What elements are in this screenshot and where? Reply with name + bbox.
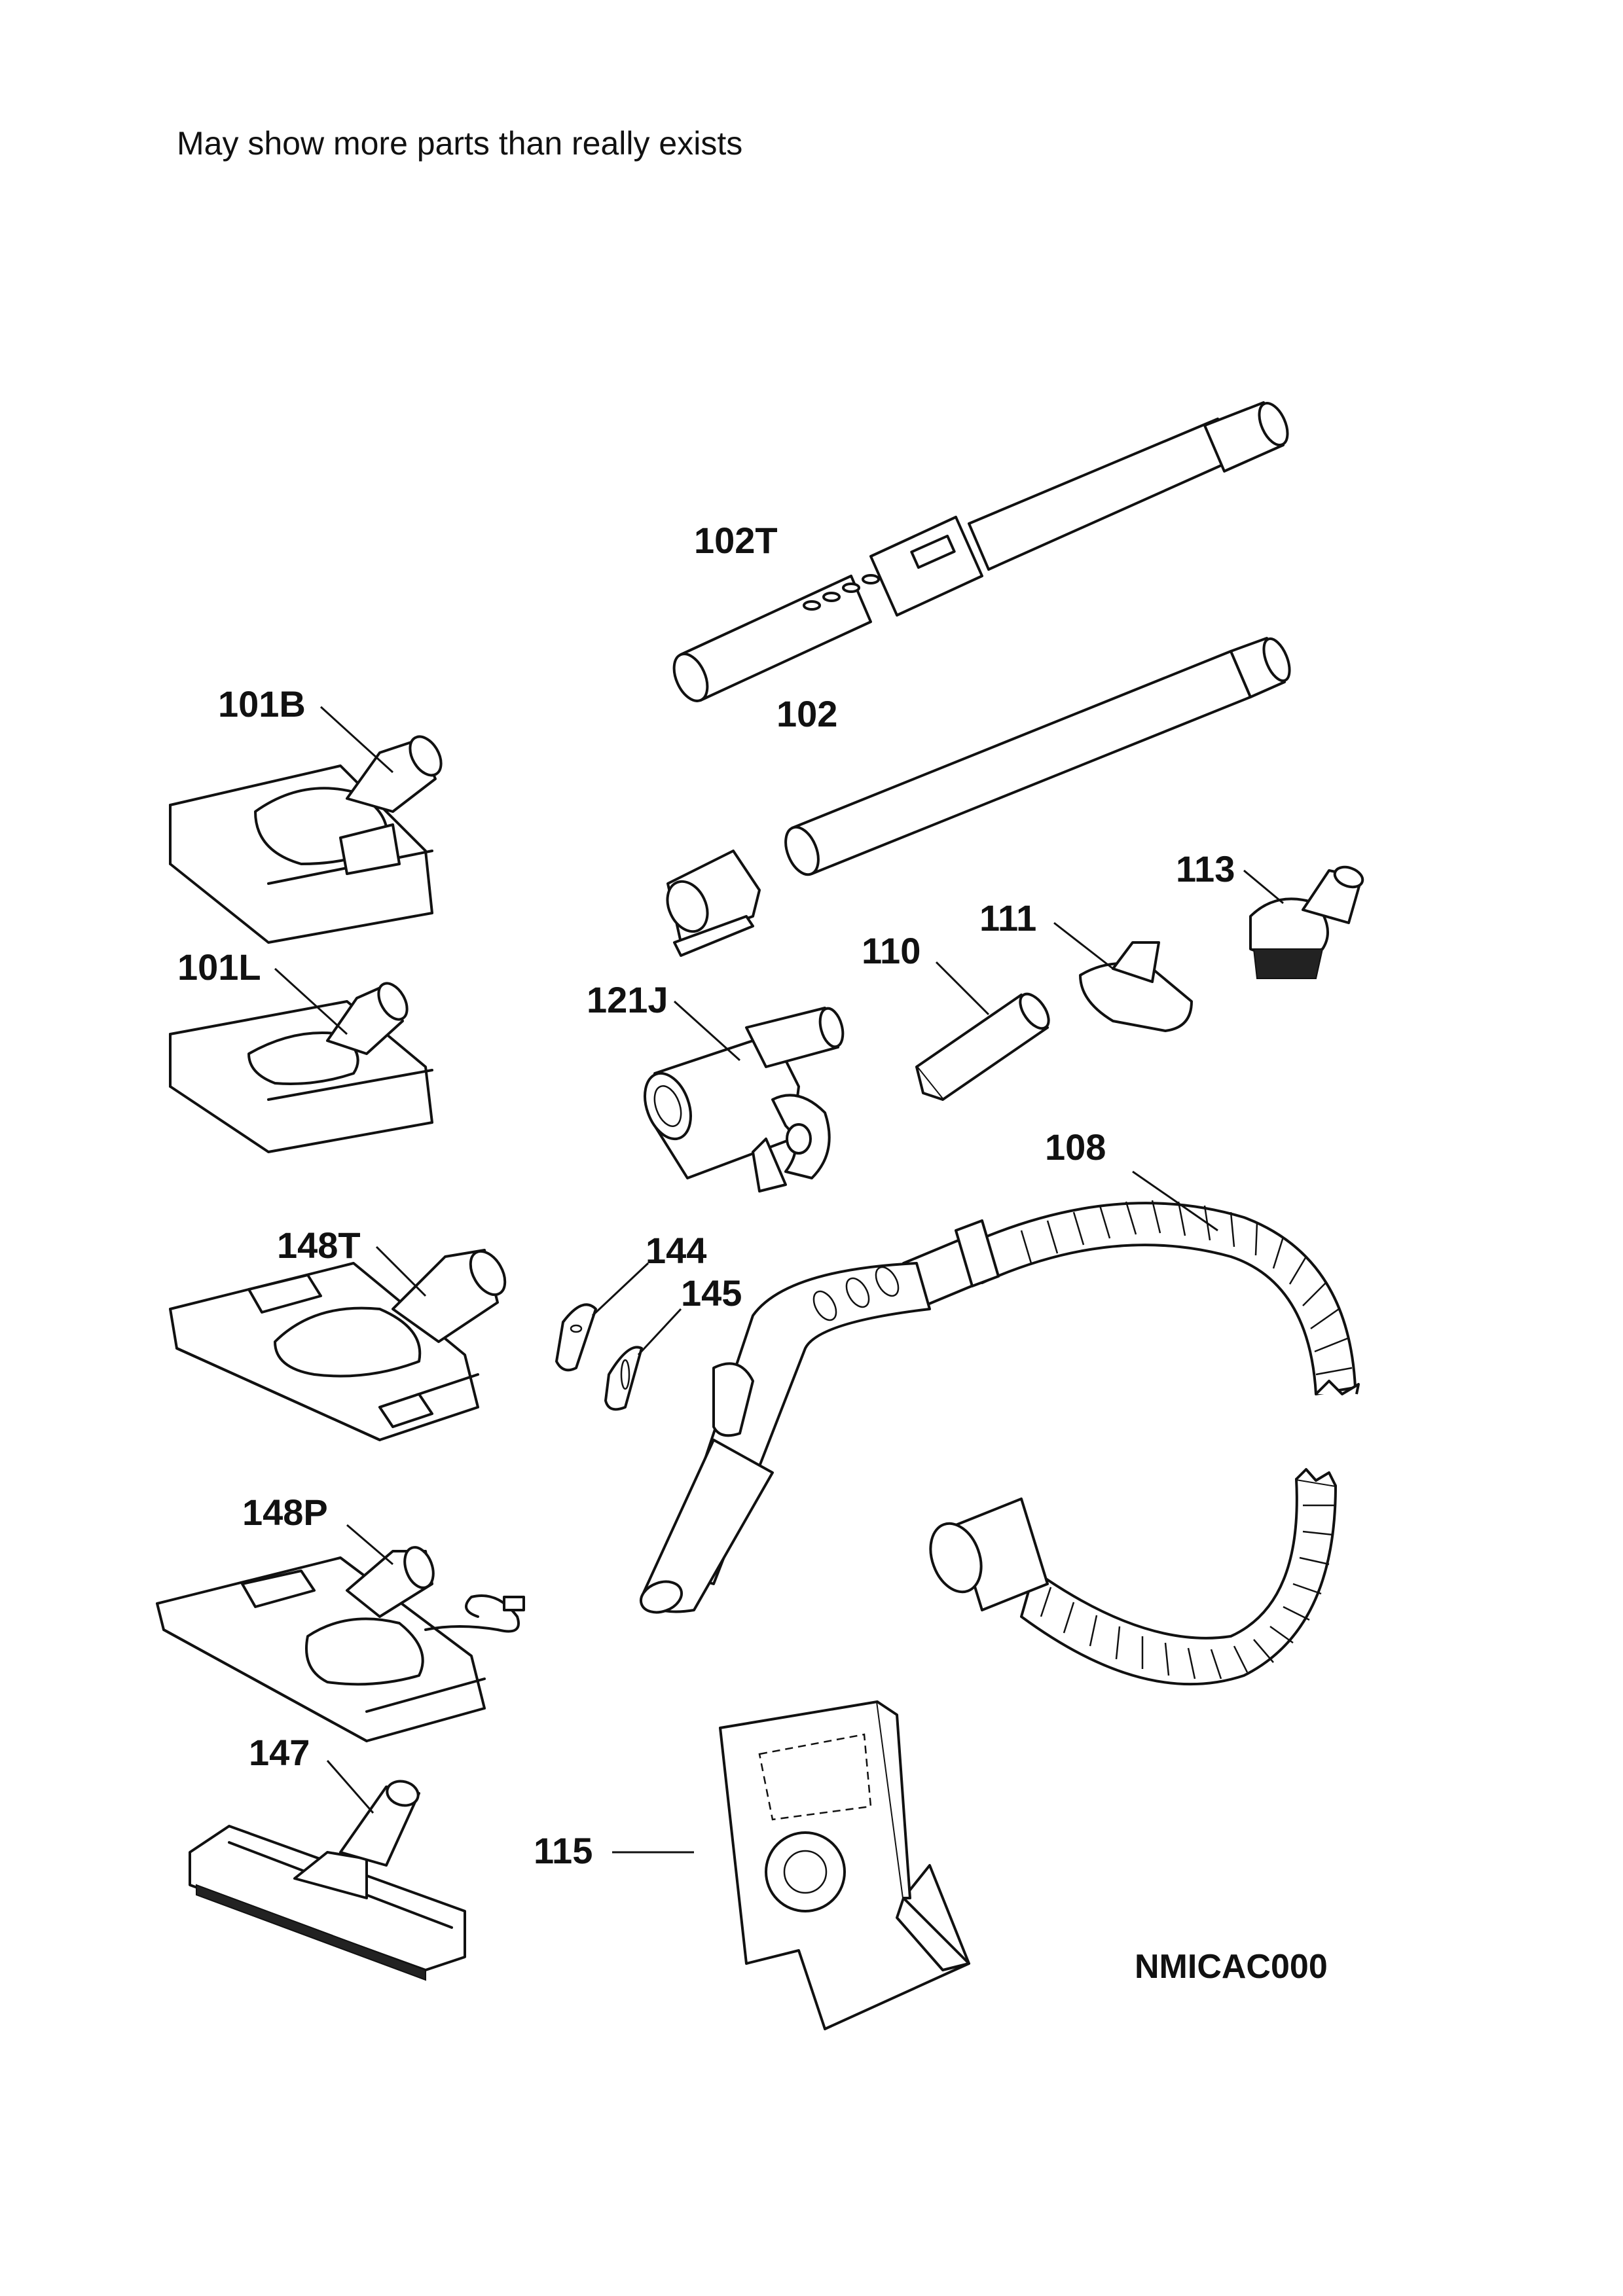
label-111: 111 [979,897,1036,939]
clip-part-145[interactable] [604,1308,682,1411]
power-nozzle-148P[interactable] [156,1524,525,1742]
label-121J: 121J [587,979,668,1020]
extension-tube-102[interactable] [779,635,1294,879]
label-113: 113 [1176,848,1235,889]
floor-nozzle-101B[interactable] [169,706,447,944]
dusting-brush-113[interactable] [1243,863,1365,979]
label-102T: 102T [694,520,778,561]
label-148T: 148T [277,1225,361,1266]
diagram-code: NMICAC000 [1135,1948,1328,1986]
label-108: 108 [1045,1126,1106,1168]
suction-hose-108[interactable] [636,1170,1360,1686]
dust-bag-115[interactable] [612,1700,970,2030]
upholstery-nozzle-111[interactable] [1053,922,1193,1032]
parquet-nozzle-147[interactable] [189,1760,466,1981]
crevice-tool-110[interactable] [915,961,1054,1101]
floor-nozzle-101L[interactable] [169,967,433,1153]
telescopic-tube-102T[interactable] [667,399,1293,706]
disclaimer-note: May show more parts than really exists [177,125,743,162]
label-102: 102 [776,693,837,734]
accessory-holder-121J[interactable] [636,1000,847,1193]
nozzle-148T[interactable] [169,1246,512,1441]
label-144: 144 [646,1230,706,1271]
label-147: 147 [249,1732,310,1773]
label-101L: 101L [177,946,261,988]
label-145: 145 [681,1272,742,1314]
tube-coupling-part[interactable] [660,850,761,957]
label-115: 115 [534,1830,593,1871]
label-148P: 148P [242,1492,328,1533]
label-101B: 101B [218,683,306,725]
label-110: 110 [862,930,921,971]
clip-part-144[interactable] [555,1262,649,1372]
